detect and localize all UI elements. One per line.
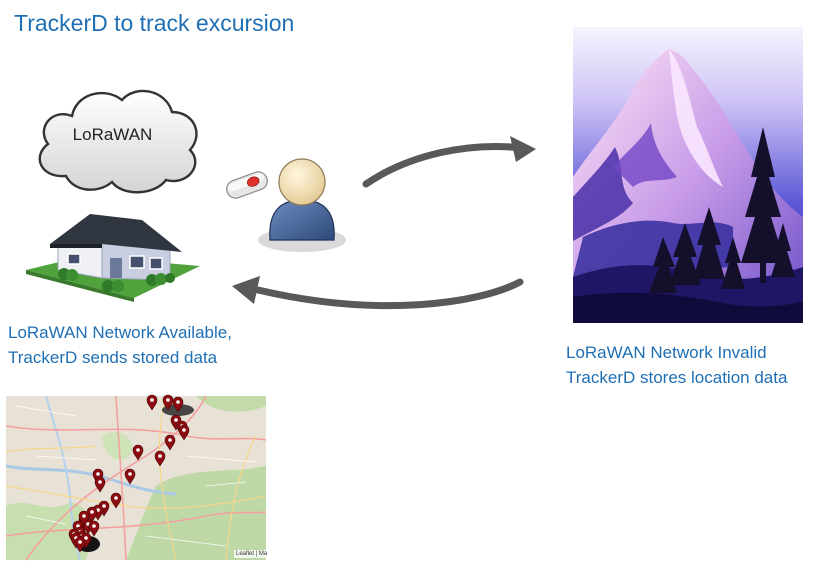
arrow-to-excursion — [362, 136, 536, 188]
map-marker-icon[interactable] — [74, 536, 86, 553]
map-marker-icon[interactable] — [132, 444, 144, 461]
cloud-icon — [38, 89, 198, 194]
mountain-picture — [573, 27, 803, 323]
caption-network-invalid: LoRaWAN Network Invalid TrackerD stores … — [566, 340, 787, 390]
page-title: TrackerD to track excursion — [14, 10, 295, 36]
caption-network-available: LoRaWAN Network Available, TrackerD send… — [8, 320, 232, 370]
map-marker-icon[interactable] — [164, 434, 176, 451]
map-marker-icon[interactable] — [172, 396, 184, 413]
caption-left-line2: TrackerD sends stored data — [8, 348, 218, 367]
map-marker-icon[interactable] — [154, 450, 166, 467]
map-marker-icon[interactable] — [170, 414, 182, 431]
map-marker-icon[interactable] — [94, 476, 106, 493]
map-marker-icon[interactable] — [88, 520, 100, 537]
map-marker-icon[interactable] — [78, 510, 90, 527]
map-marker-icon[interactable] — [178, 424, 190, 441]
caption-right-line2: TrackerD stores location data — [566, 368, 788, 387]
map-marker-icon[interactable] — [80, 532, 92, 549]
map-marker-icon[interactable] — [110, 492, 122, 509]
house-icon — [26, 214, 200, 302]
arrow-to-network — [232, 276, 524, 310]
caption-right-line1: LoRaWAN Network Invalid — [566, 343, 767, 362]
map-marker-icon[interactable] — [124, 468, 136, 485]
map-markers — [68, 394, 190, 553]
map-attribution[interactable]: Leaflet | Ma — [234, 550, 270, 558]
map-marker-icon[interactable] — [146, 394, 158, 411]
map-marker-icon[interactable] — [162, 394, 174, 411]
track-map — [5, 394, 267, 561]
person-icon — [258, 158, 346, 252]
caption-left-line1: LoRaWAN Network Available, — [8, 323, 232, 342]
tracker-device-icon — [226, 171, 268, 199]
